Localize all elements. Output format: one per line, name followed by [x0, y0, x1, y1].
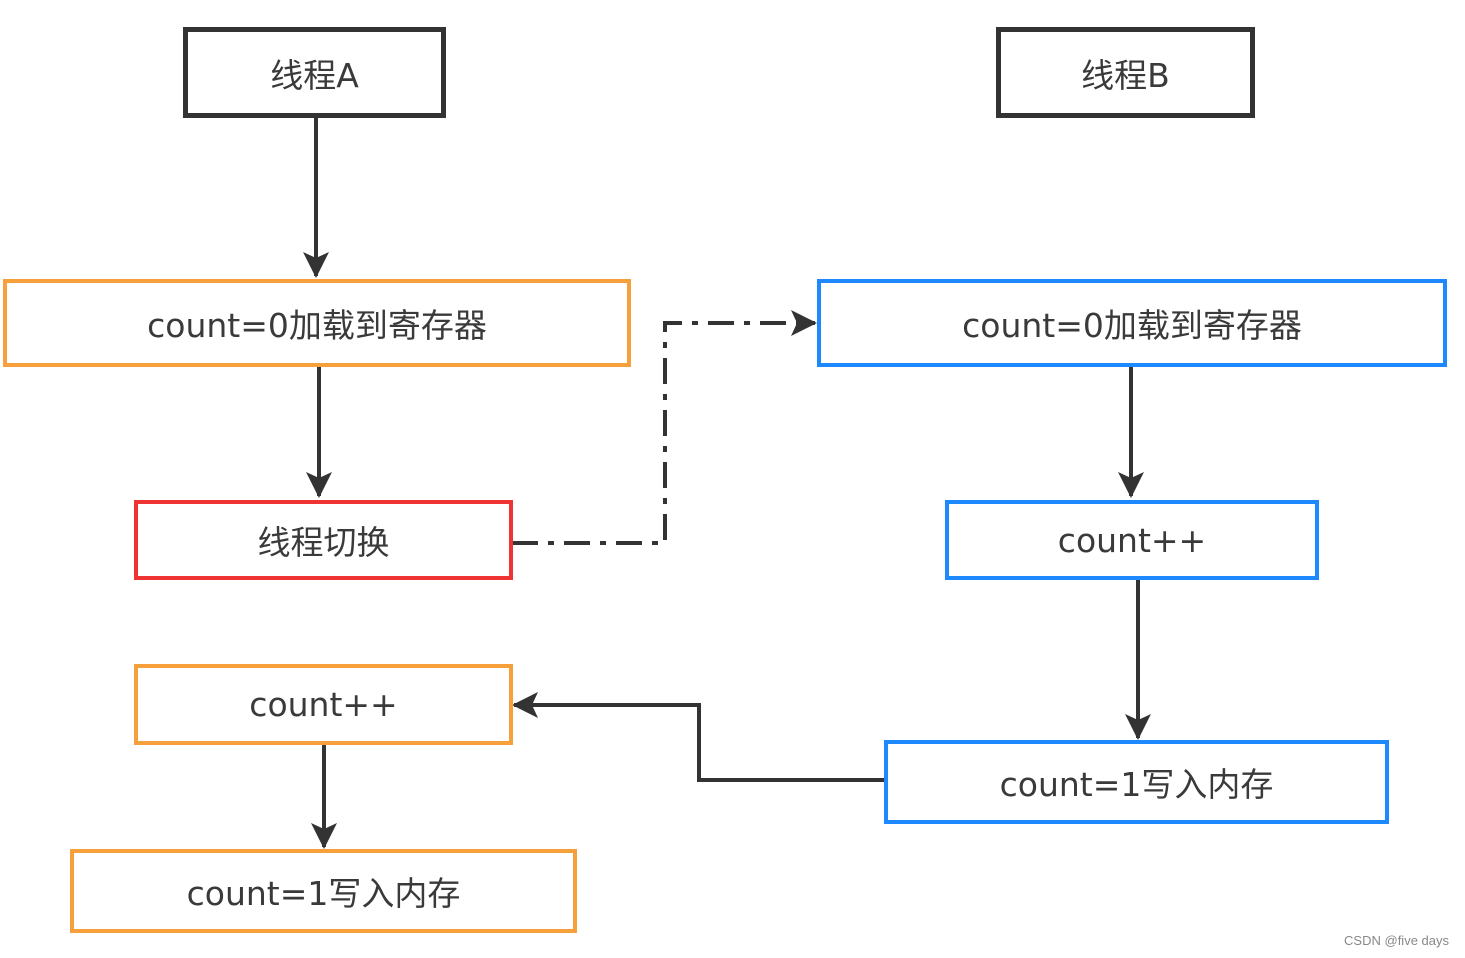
b-write-box: count=1写入内存: [884, 740, 1389, 824]
thread-b-box: 线程B: [996, 27, 1255, 118]
arrow-switch-to-b-load: [512, 310, 817, 545]
a-write-label: count=1写入内存: [186, 874, 461, 913]
a-write-box: count=1写入内存: [70, 849, 577, 933]
b-incr-box: count++: [945, 500, 1319, 580]
a-incr-box: count++: [134, 664, 513, 745]
thread-a-label: 线程A: [270, 55, 359, 95]
a-switch-label: 线程切换: [257, 523, 390, 562]
b-load-box: count=0加载到寄存器: [817, 279, 1447, 367]
a-load-box: count=0加载到寄存器: [3, 279, 631, 367]
arrow-b-write-to-a-incr: [512, 692, 884, 782]
b-write-label: count=1写入内存: [999, 765, 1274, 804]
b-incr-label: count++: [1057, 520, 1207, 560]
a-switch-box: 线程切换: [134, 500, 513, 580]
watermark-text: CSDN @five days: [1344, 933, 1449, 948]
thread-b-label: 线程B: [1081, 55, 1170, 95]
b-load-label: count=0加载到寄存器: [962, 306, 1302, 345]
a-incr-label: count++: [249, 685, 398, 724]
a-load-label: count=0加载到寄存器: [147, 306, 487, 345]
thread-a-box: 线程A: [183, 27, 446, 118]
